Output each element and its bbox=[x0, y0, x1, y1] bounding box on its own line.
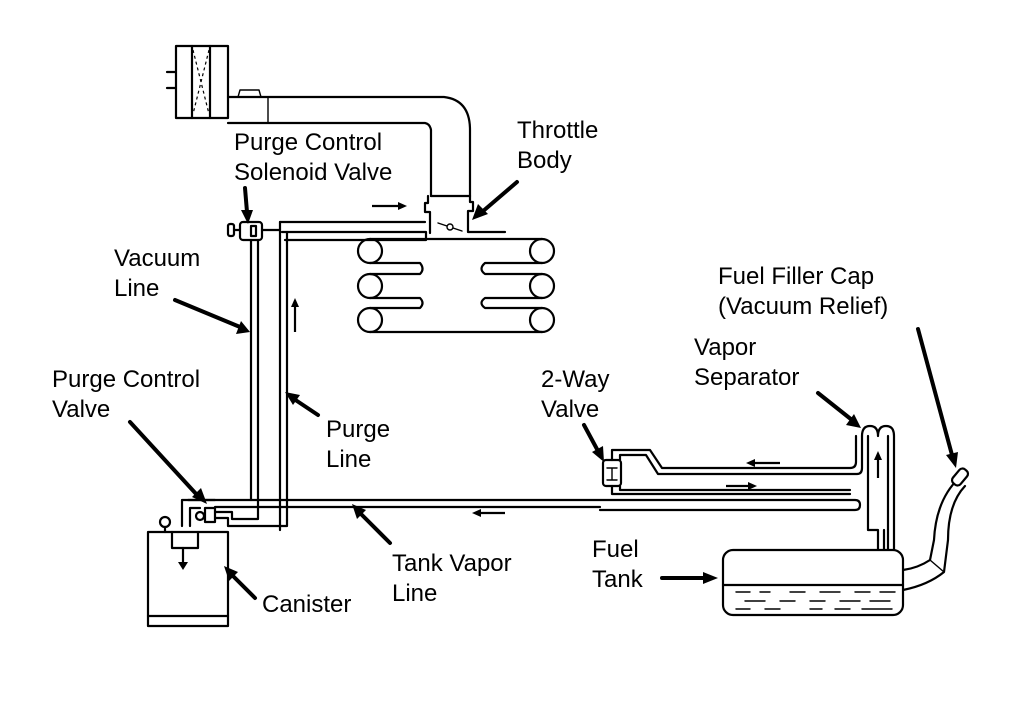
label-fuel-tank: Fuel Tank bbox=[592, 536, 645, 593]
pointer-purge-line bbox=[285, 392, 320, 417]
label-purge-control-valve: Purge Control Valve bbox=[52, 366, 207, 423]
flow-arrow-tank-vapor-left bbox=[472, 509, 505, 517]
label-purge-line: Purge Line bbox=[326, 416, 397, 473]
intake-manifold bbox=[280, 230, 556, 334]
two-way-valve bbox=[601, 434, 864, 496]
pointer-vacuum-line bbox=[173, 298, 250, 334]
fuel-filler-cap bbox=[950, 467, 970, 487]
pointer-two-way-valve bbox=[582, 423, 604, 462]
pointer-solenoid-valve bbox=[241, 186, 253, 224]
vacuum-line bbox=[249, 238, 260, 502]
label-vacuum-line: Vacuum Line bbox=[114, 245, 207, 302]
purge-control-valve bbox=[180, 498, 217, 528]
label-tank-vapor-line: Tank Vapor Line bbox=[392, 550, 518, 607]
purge-line bbox=[278, 220, 427, 532]
pointer-tank-vapor-line bbox=[352, 504, 392, 545]
throttle-plate bbox=[437, 222, 463, 232]
flow-arrow-purge-up bbox=[291, 298, 299, 332]
pointer-throttle-body bbox=[472, 180, 519, 220]
intake-duct bbox=[226, 89, 507, 235]
fuel-filler-neck bbox=[901, 476, 967, 592]
fuel-tank bbox=[721, 548, 905, 617]
canister bbox=[146, 515, 230, 628]
vapor-separator bbox=[860, 424, 896, 552]
flow-arrow-separator-up bbox=[874, 451, 882, 478]
pointer-purge-control-valve bbox=[128, 420, 207, 504]
pointer-vapor-separator bbox=[816, 391, 861, 428]
pointer-fuel-filler-cap bbox=[916, 327, 958, 468]
label-fuel-filler-cap: Fuel Filler Cap (Vacuum Relief) bbox=[718, 263, 888, 320]
pointer-canister bbox=[224, 566, 257, 600]
flow-arrow-lower-right bbox=[726, 482, 757, 490]
label-throttle-body: Throttle Body bbox=[517, 117, 605, 174]
label-two-way-valve: 2-Way Valve bbox=[541, 366, 616, 423]
label-canister: Canister bbox=[262, 591, 351, 618]
label-vapor-separator: Vapor Separator bbox=[694, 334, 799, 391]
pointer-fuel-tank bbox=[660, 572, 718, 584]
tank-vapor-line bbox=[186, 498, 862, 528]
flow-arrow-upper-left bbox=[746, 459, 780, 467]
purge-control-solenoid-valve bbox=[226, 220, 282, 242]
flow-arrow-intake bbox=[372, 202, 407, 210]
label-purge-control-solenoid-valve: Purge Control Solenoid Valve bbox=[234, 129, 392, 186]
air-cleaner bbox=[165, 44, 230, 120]
